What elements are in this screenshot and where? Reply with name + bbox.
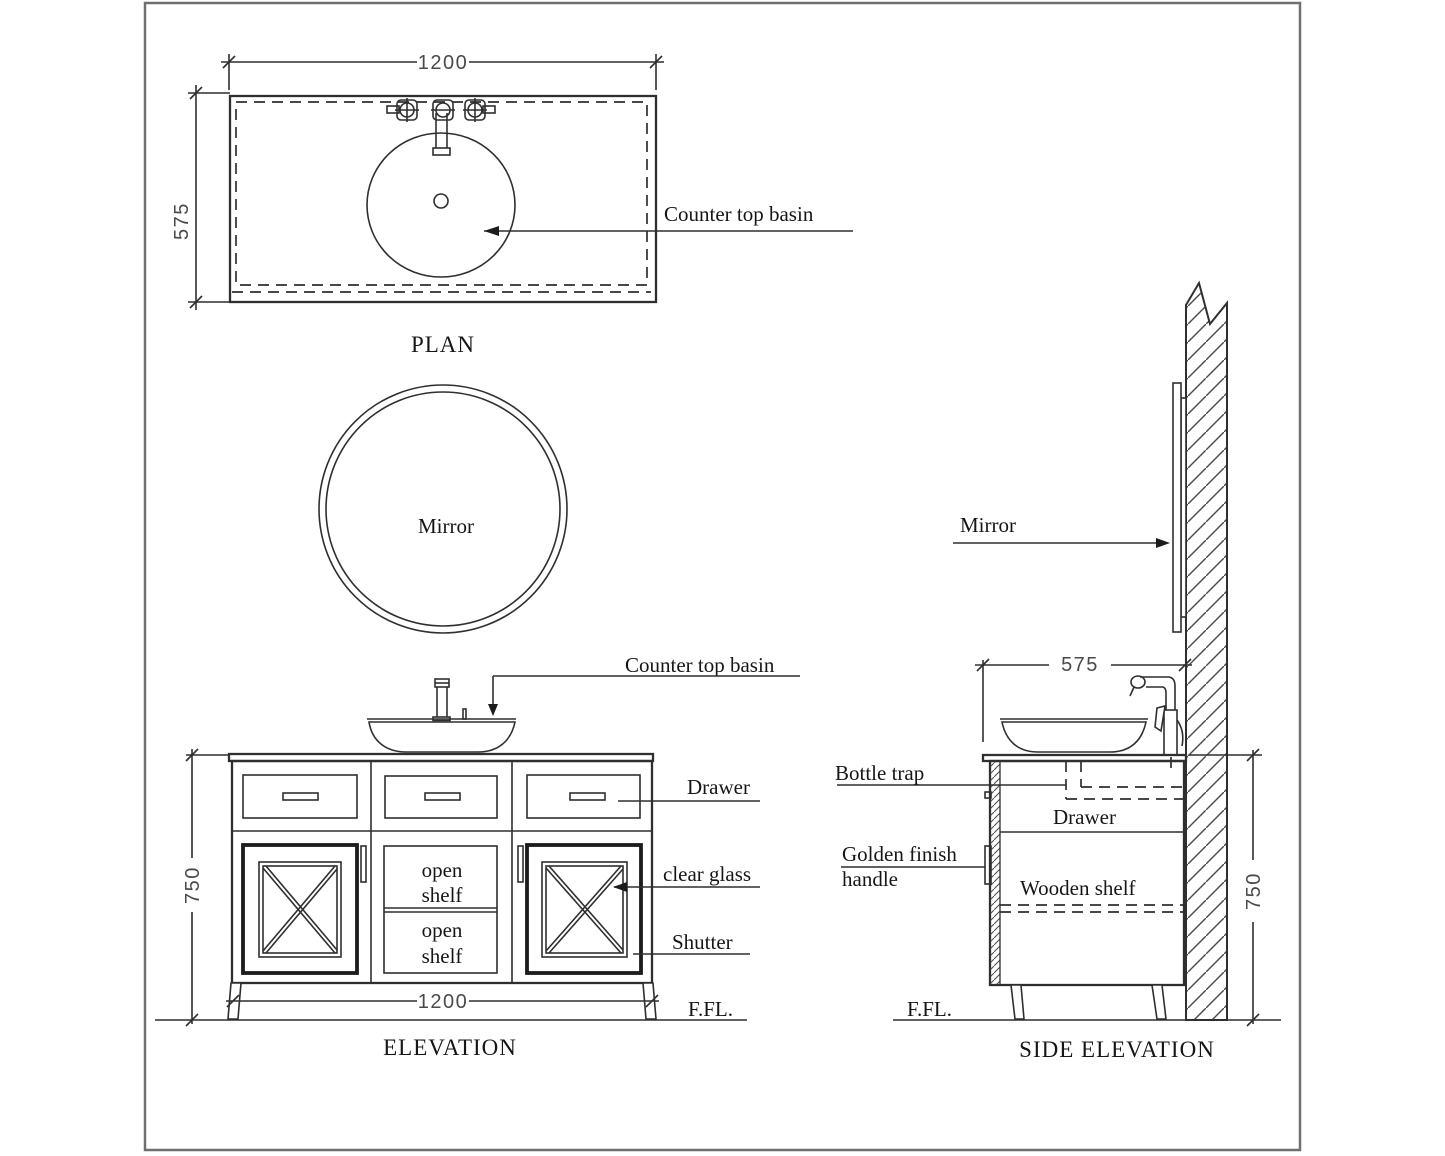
elevation-drawer-center	[384, 775, 498, 819]
side-panel-section	[989, 760, 1001, 986]
golden-handle-label-2: handle	[842, 867, 898, 891]
faucet-valve-left	[386, 98, 419, 122]
sheet-border	[143, 1, 1302, 1152]
plan-dim-depth: 575	[171, 85, 230, 310]
drawer-handle	[569, 792, 606, 801]
elevation-cabinet	[230, 759, 654, 985]
bottle-trap-callout: Bottle trap	[835, 761, 1066, 786]
side-dim-height: 750	[1189, 748, 1265, 1027]
open-shelf-top-label-2: shelf	[422, 883, 463, 907]
plan-cabinet-hidden-edge	[235, 101, 648, 286]
side-basin	[1000, 718, 1148, 753]
plan-view: 1200 575 Counter top basin PLAN	[171, 52, 853, 357]
elevation-door-left	[241, 843, 367, 975]
side-mirror	[1172, 382, 1187, 633]
side-elevation-title: SIDE ELEVATION	[1019, 1037, 1215, 1062]
door-handle	[517, 845, 524, 883]
side-faucet	[1129, 675, 1184, 772]
mirror-front-view: Mirror	[318, 384, 568, 634]
mirror-inner-circle	[325, 391, 561, 627]
drawer-handle	[424, 792, 461, 801]
elevation-basin-label: Counter top basin	[625, 653, 775, 677]
plan-dim-width-text: 1200	[418, 52, 469, 74]
elevation-title: ELEVATION	[383, 1035, 517, 1060]
side-door-handle	[984, 845, 992, 885]
elevation-basin	[367, 718, 516, 753]
elevation-faucet	[432, 678, 467, 722]
golden-handle-label-1: Golden finish	[842, 842, 957, 866]
elevation-ffl-label: F.FL.	[688, 997, 733, 1021]
bottle-trap-label: Bottle trap	[835, 761, 924, 785]
wall-section	[1185, 280, 1228, 1021]
clear-glass-label: clear glass	[663, 862, 751, 886]
open-shelf-bottom-label-1: open	[422, 918, 463, 942]
elevation-basin-callout: Counter top basin	[488, 653, 800, 716]
plan-basin-circle	[366, 132, 516, 278]
wooden-shelf-hidden-lines	[1000, 904, 1184, 913]
door-handle	[360, 845, 367, 883]
elevation-dim-height-text: 750	[182, 866, 204, 904]
elevation-dim-height: 750	[182, 748, 229, 1027]
elevation-shutter-callout: Shutter	[633, 930, 750, 955]
side-leg-back	[1151, 984, 1167, 1020]
side-elevation-view: Mirror	[835, 280, 1281, 1062]
plan-dim-depth-text: 575	[171, 202, 193, 240]
faucet-valve-right	[463, 98, 496, 122]
elevation-dim-width-text: 1200	[418, 991, 469, 1013]
elevation-clear-glass-callout: clear glass	[613, 862, 760, 892]
side-mirror-callout: Mirror	[953, 513, 1170, 548]
plan-basin-label: Counter top basin	[664, 202, 814, 226]
wooden-shelf-label: Wooden shelf	[1020, 876, 1136, 900]
mirror-front-label: Mirror	[418, 514, 474, 538]
side-cabinet	[988, 759, 1186, 987]
faucet-spout-center	[431, 99, 455, 156]
elevation-drawer-label: Drawer	[687, 775, 750, 799]
side-dim-depth-text: 575	[1061, 654, 1099, 676]
side-drawer-label: Drawer	[1053, 805, 1116, 829]
plan-drain-hole	[433, 193, 449, 209]
elevation-view: open shelf open shelf 750	[155, 653, 800, 1060]
elevation-drawer-callout: Drawer	[618, 775, 760, 802]
elevation-drawer-right	[526, 774, 641, 819]
elevation-drawer-left	[242, 774, 358, 819]
side-leg-front	[1010, 984, 1025, 1020]
plan-basin-callout: Counter top basin	[484, 202, 853, 236]
open-shelf-top-label-1: open	[422, 858, 463, 882]
faucet-lever	[1154, 704, 1166, 733]
mirror-outer-circle	[318, 384, 568, 634]
plan-faucet	[386, 98, 496, 156]
golden-handle-callout: Golden finish handle	[841, 842, 985, 891]
side-mirror-label: Mirror	[960, 513, 1016, 537]
plan-countertop-outline	[228, 94, 658, 304]
drawer-handle	[282, 792, 319, 801]
elevation-door-right	[517, 843, 643, 975]
plan-dim-width: 1200	[221, 52, 664, 90]
elevation-open-shelves: open shelf open shelf	[383, 845, 498, 974]
side-dim-height-text: 750	[1243, 872, 1265, 910]
side-ffl-label: F.FL.	[907, 997, 952, 1021]
plan-title: PLAN	[411, 332, 475, 357]
side-dim-depth: 575	[975, 654, 1192, 742]
side-drawer-handle	[984, 791, 992, 799]
open-shelf-bottom-label-2: shelf	[422, 944, 463, 968]
shutter-label: Shutter	[672, 930, 733, 954]
elevation-dim-width: 1200	[226, 991, 659, 1013]
bottle-trap	[1065, 761, 1184, 800]
